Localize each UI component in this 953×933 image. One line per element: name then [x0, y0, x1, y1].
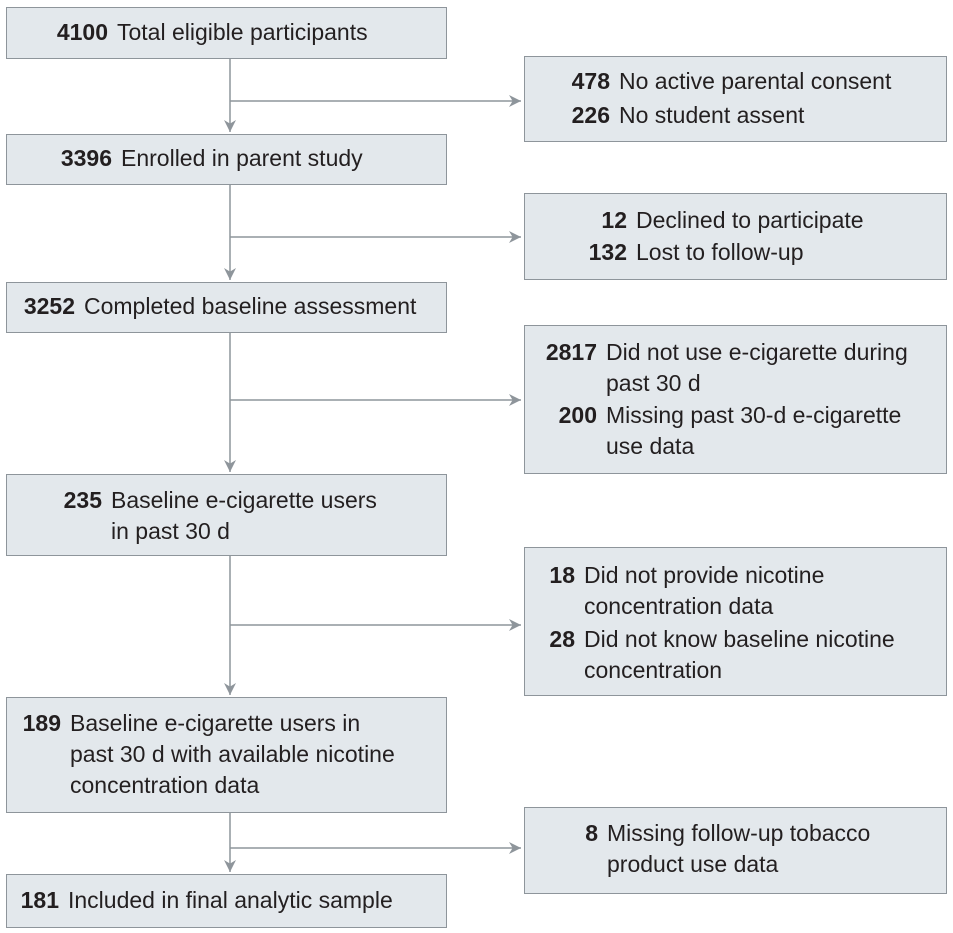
- main-box-3: [6, 282, 447, 333]
- main-entry-3: 3252 Completed baseline assessment: [10, 291, 417, 322]
- exclusion-box-1: [524, 56, 947, 142]
- main-entry-6-count: 181: [20, 887, 59, 913]
- exclusion-box-5: [524, 807, 947, 894]
- exclusion-3-entry-1-count: 2817: [545, 339, 597, 365]
- exclusion-2-entry-2-count: 132: [588, 239, 627, 265]
- exclusion-1-entry-1-count: 478: [571, 68, 610, 94]
- main-entry-6: 181 Included in final analytic sample: [10, 885, 393, 916]
- main-entry-2-count: 3396: [60, 145, 112, 171]
- exclusion-1-entry-2-label: No student assent: [619, 102, 805, 128]
- main-entry-6-label: Included in final analytic sample: [68, 887, 393, 913]
- exclusion-box-4: [524, 547, 947, 696]
- exclusion-box-2: [524, 193, 947, 280]
- exclusion-2-entry-1-label: Declined to participate: [636, 207, 864, 233]
- exclusion-1-entry-2-count: 226: [571, 102, 610, 128]
- main-entry-5-count: 189: [22, 710, 61, 736]
- exclusion-4-entry-2-count: 28: [549, 626, 575, 652]
- main-box-5: [6, 697, 447, 813]
- main-box-1: [6, 7, 447, 59]
- main-box-2: [6, 134, 447, 185]
- main-entry-3-count: 3252: [23, 293, 75, 319]
- exclusion-2-entry-2: 132 Lost to follow-up: [555, 237, 804, 268]
- exclusion-box-3: [524, 325, 947, 474]
- main-box-4: [6, 474, 447, 556]
- exclusion-5-entry-1-count: 8: [585, 820, 598, 846]
- main-entry-1: 4100 Total eligible participants: [10, 17, 368, 48]
- main-entry-1-count: 4100: [56, 19, 108, 45]
- exclusion-3-entry-2-count: 200: [558, 402, 597, 428]
- exclusion-4-entry-1-count: 18: [549, 562, 575, 588]
- main-box-6: [6, 874, 447, 928]
- main-entry-3-label: Completed baseline assessment: [84, 293, 417, 319]
- exclusion-1-entry-2: 226 No student assent: [555, 100, 805, 131]
- exclusion-2-entry-2-label: Lost to follow-up: [636, 239, 804, 265]
- exclusion-2-entry-1: 12 Declined to participate: [555, 205, 864, 236]
- main-entry-2-label: Enrolled in parent study: [121, 145, 363, 171]
- main-entry-2: 3396 Enrolled in parent study: [10, 143, 363, 174]
- main-entry-1-label: Total eligible participants: [117, 19, 368, 45]
- main-entry-4-count: 235: [63, 487, 102, 513]
- exclusion-1-entry-1: 478 No active parental consent: [555, 66, 892, 97]
- exclusion-1-entry-1-label: No active parental consent: [619, 68, 892, 94]
- exclusion-2-entry-1-count: 12: [601, 207, 627, 233]
